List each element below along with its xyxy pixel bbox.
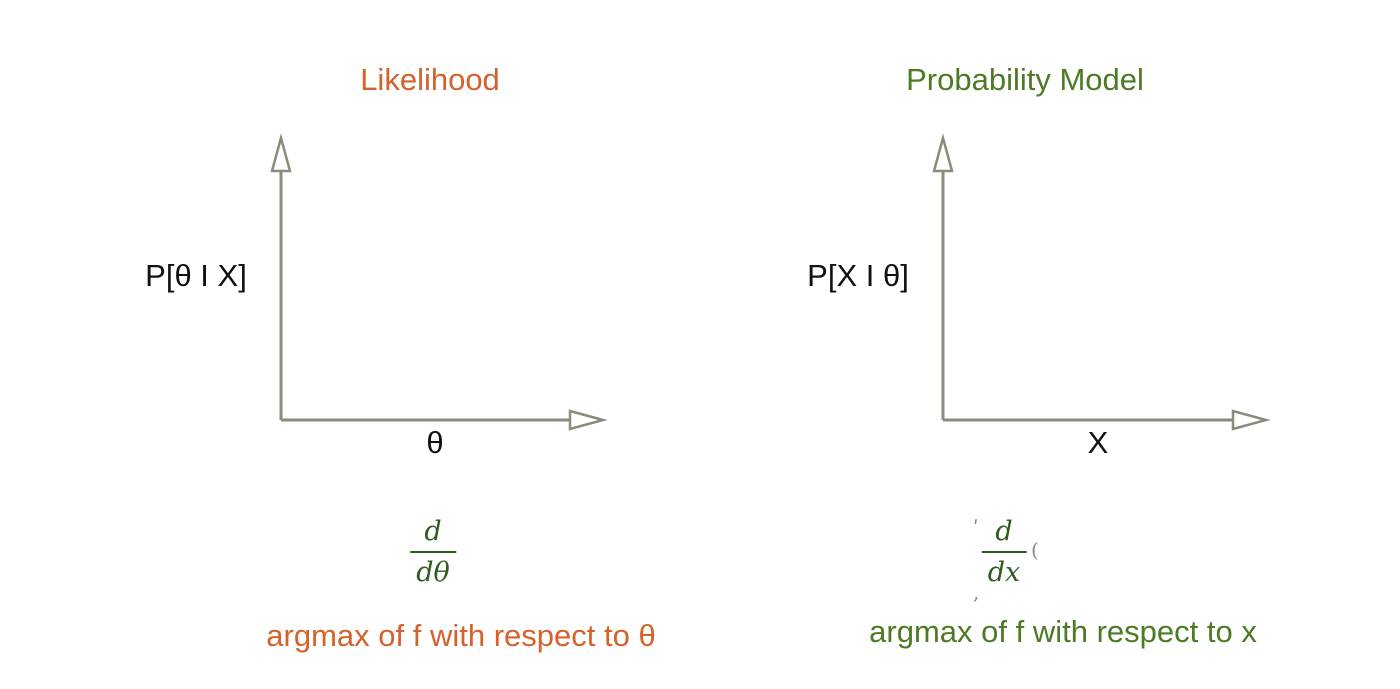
likelihood-x-arrowhead: [568, 409, 608, 431]
likelihood-title: Likelihood: [360, 62, 500, 97]
probability-model-paren-open-bottom-mark: ,: [973, 580, 980, 604]
probability-model-x-label: X: [1087, 425, 1109, 460]
probability-model-y-arrowhead: [932, 133, 954, 173]
likelihood-axes: [270, 133, 608, 431]
probability-model-derivative-denominator: dx: [987, 557, 1021, 588]
likelihood-x-label: θ: [426, 425, 444, 460]
likelihood-y-arrowhead: [270, 133, 292, 173]
likelihood-derivative-denominator: dθ: [416, 557, 450, 588]
likelihood-y-label: P[θ I X]: [145, 258, 247, 293]
likelihood-panel: Likelihood P[θ I X] θ d dθ argmax of f w…: [145, 62, 656, 653]
likelihood-derivative: d dθ: [410, 518, 456, 586]
likelihood-derivative-numerator: d: [424, 516, 442, 547]
probability-model-x-arrowhead: [1231, 409, 1271, 431]
probability-model-title: Probability Model: [906, 62, 1144, 97]
probability-model-paren-open-top-mark: ʹ: [973, 516, 979, 540]
probability-model-y-label: P[X I θ]: [807, 258, 909, 293]
probability-model-axes: [932, 133, 1271, 431]
probability-model-derivative: d dx: [981, 516, 1027, 588]
probability-model-caption: argmax of f with respect to x: [869, 614, 1257, 649]
likelihood-derivative-bar: [410, 551, 456, 553]
likelihood-caption: argmax of f with respect to θ: [266, 618, 656, 653]
probability-model-panel: Probability Model P[X I θ] X ʹ , d dx ( …: [700, 0, 1400, 689]
probability-model-derivative-bar: [981, 551, 1027, 553]
probability-model-paren-close-mark: (: [1031, 538, 1039, 562]
probability-model-derivative-numerator: d: [995, 516, 1013, 547]
